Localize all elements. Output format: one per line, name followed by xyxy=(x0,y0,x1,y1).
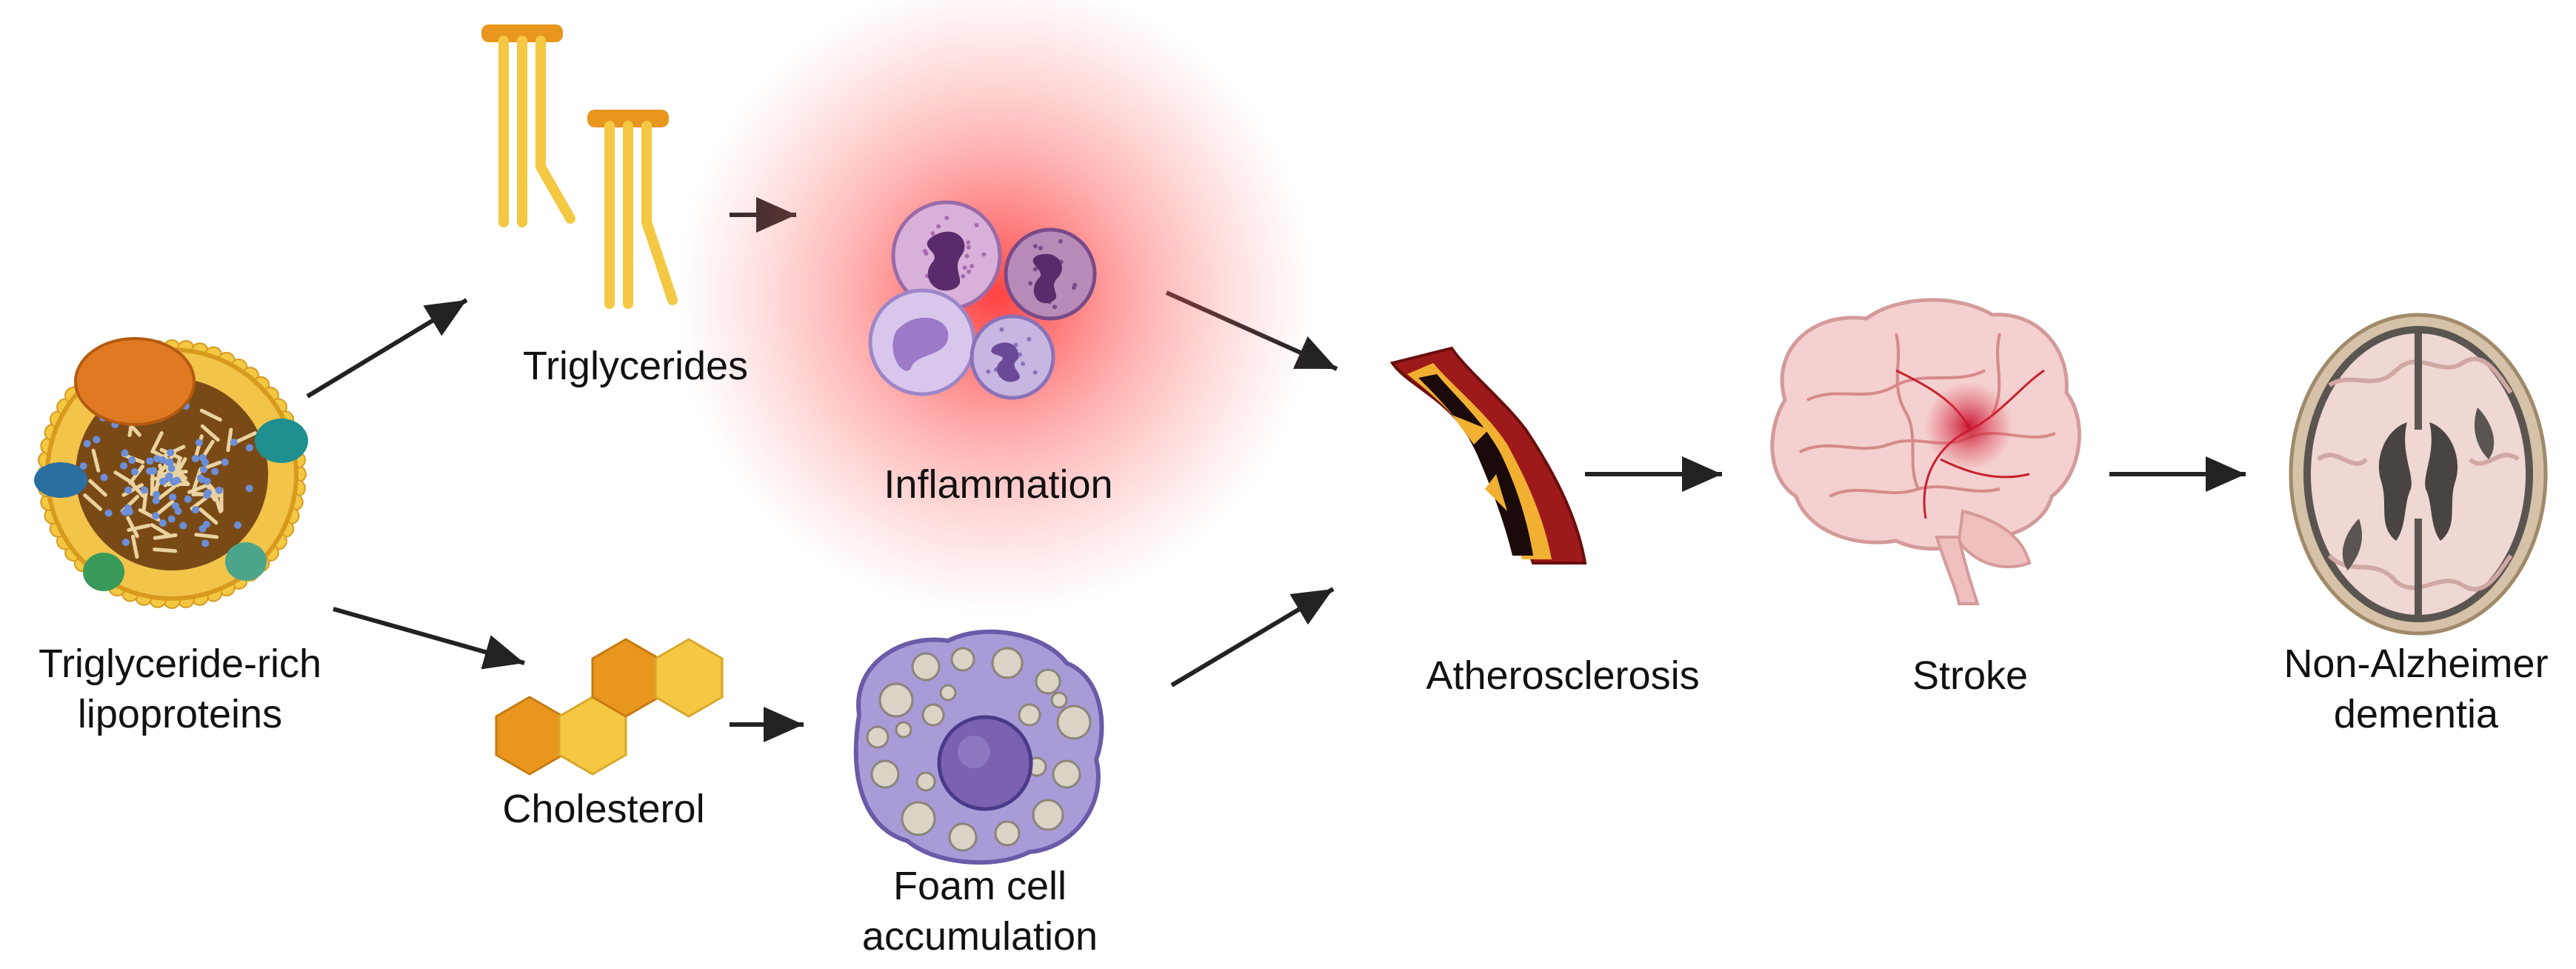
dementia-label-line1: Non-Alzheimer xyxy=(2283,642,2549,686)
arrow-foam-to-atherosclerosis xyxy=(1170,587,1335,687)
trl-label-line1: Triglyceride-rich xyxy=(38,642,322,686)
inflammation-label: Inflammation xyxy=(884,462,1113,507)
dementia-label: Non-Alzheimer dementia xyxy=(2283,639,2548,739)
triglycerides-label: Triglycerides xyxy=(522,344,749,388)
foam-cell-icon xyxy=(853,629,1104,865)
foam-label: Foam cell accumulation xyxy=(862,861,1098,962)
foam-label-line1: Foam cell xyxy=(892,864,1067,908)
stroke-label: Stroke xyxy=(1912,653,2029,698)
trl-label: Triglyceride-rich lipoproteins xyxy=(39,639,321,739)
brain-cross-section-icon xyxy=(2289,313,2548,636)
artery-plaque-icon xyxy=(1389,346,1587,565)
triglyceride-molecule-icon xyxy=(481,24,678,309)
trl-label-line2: lipoproteins xyxy=(77,692,283,736)
foam-label-line2: accumulation xyxy=(861,914,1098,959)
arrow-trl-to-triglycerides xyxy=(306,298,468,399)
immune-cells-icon xyxy=(678,0,1315,615)
brain-stroke-icon xyxy=(1770,298,2081,605)
lipoprotein-particle-icon xyxy=(34,337,308,609)
cholesterol-hexagon-icon xyxy=(495,638,724,776)
cholesterol-label: Cholesterol xyxy=(502,787,705,831)
atherosclerosis-label: Atherosclerosis xyxy=(1426,653,1700,698)
dementia-label-line2: dementia xyxy=(2333,692,2499,736)
arrow-trl-to-cholesterol xyxy=(333,607,525,670)
